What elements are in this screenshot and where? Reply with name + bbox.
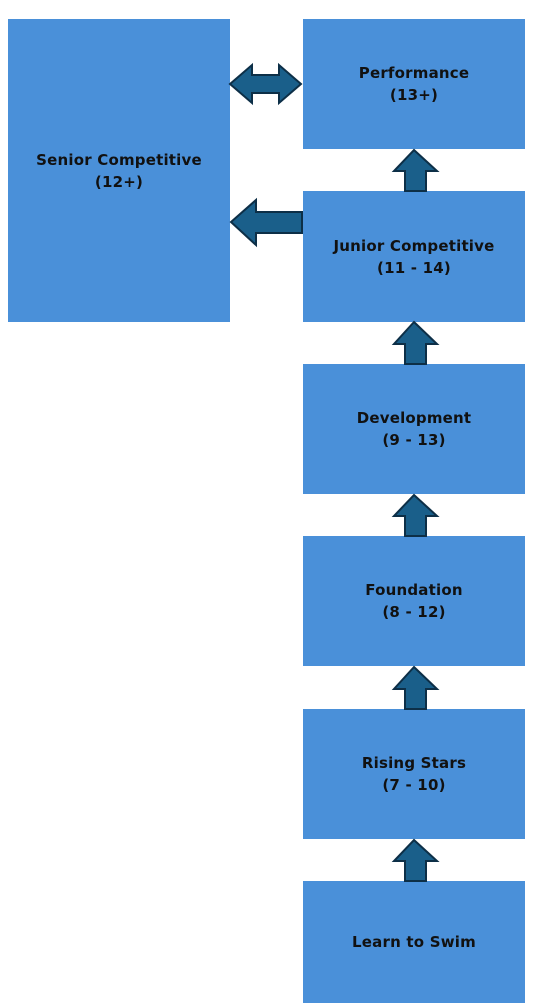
level-name: Junior Competitive bbox=[333, 236, 495, 255]
left-arrow-icon bbox=[229, 197, 303, 248]
level-name: Rising Stars bbox=[361, 754, 467, 772]
up-arrow-icon bbox=[391, 838, 440, 882]
level-ages: (13+) bbox=[389, 86, 439, 104]
level-name: Senior Competitive bbox=[36, 150, 202, 169]
level-name: Foundation bbox=[365, 581, 463, 599]
level-ages: (7 - 10) bbox=[382, 776, 446, 794]
up-arrow-icon bbox=[391, 665, 440, 710]
level-name: Development bbox=[356, 409, 472, 427]
level-box-performance: Performance (13+) bbox=[303, 19, 525, 149]
up-arrow-icon bbox=[391, 493, 440, 537]
level-box-senior-competitive: Senior Competitive (12+) bbox=[8, 19, 230, 322]
level-box-foundation: Foundation (8 - 12) bbox=[303, 536, 525, 666]
level-box-learn-to-swim: Learn to Swim bbox=[303, 881, 525, 1003]
level-box-rising-stars: Rising Stars (7 - 10) bbox=[303, 709, 525, 839]
level-box-junior-competitive: Junior Competitive (11 - 14) bbox=[303, 191, 525, 322]
level-name: Learn to Swim bbox=[352, 933, 476, 951]
level-ages: (11 - 14) bbox=[377, 258, 451, 277]
level-ages: (12+) bbox=[94, 172, 144, 191]
level-ages: (8 - 12) bbox=[382, 603, 446, 621]
level-ages: (9 - 13) bbox=[382, 431, 446, 449]
level-name: Performance bbox=[358, 64, 470, 82]
up-arrow-icon bbox=[391, 148, 440, 192]
double-arrow-icon bbox=[228, 62, 303, 106]
level-box-development: Development (9 - 13) bbox=[303, 364, 525, 494]
up-arrow-icon bbox=[391, 320, 440, 365]
